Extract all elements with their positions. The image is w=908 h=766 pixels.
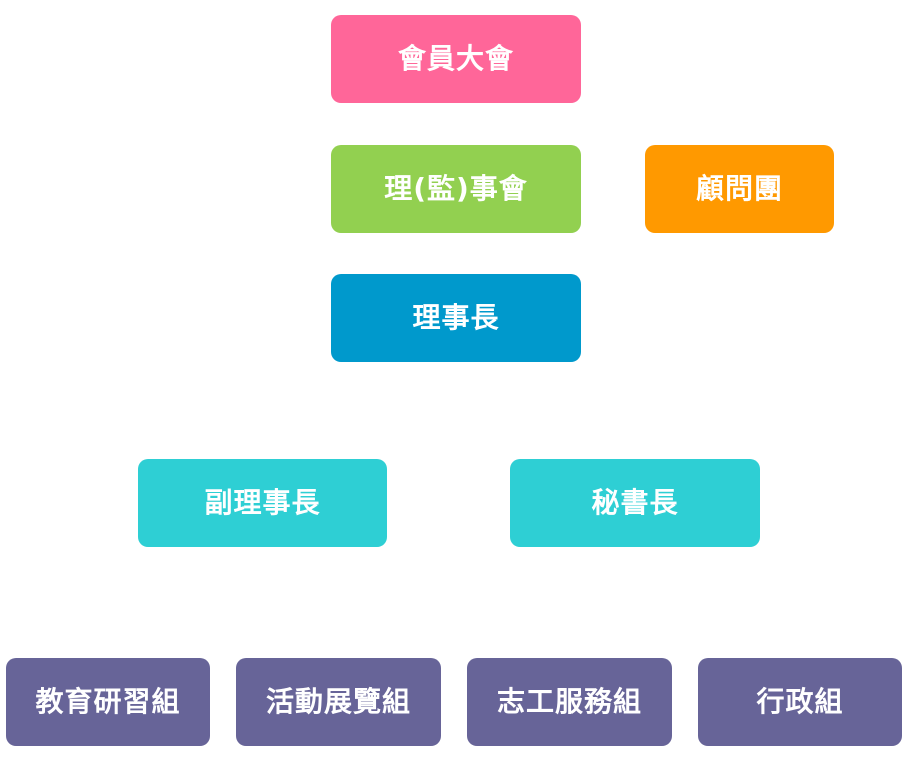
node-advisory: 顧問團: [645, 145, 834, 233]
node-vice-chairman: 副理事長: [138, 459, 387, 547]
node-label: 顧問團: [695, 172, 783, 205]
node-exhibition-group: 活動展覽組: [236, 658, 441, 746]
node-general-assembly: 會員大會: [331, 15, 581, 103]
node-education-group: 教育研習組: [6, 658, 210, 746]
node-label: 活動展覽組: [265, 685, 411, 718]
node-secretary-general: 秘書長: [510, 459, 760, 547]
node-label: 理事長: [412, 301, 500, 334]
node-label: 會員大會: [397, 42, 514, 75]
node-label: 行政組: [756, 685, 844, 718]
node-chairman: 理事長: [331, 274, 581, 362]
node-label: 秘書長: [591, 486, 679, 519]
node-label: 理(監)事會: [384, 172, 528, 205]
node-board: 理(監)事會: [331, 145, 581, 233]
node-label: 志工服務組: [496, 685, 642, 718]
node-label: 副理事長: [204, 486, 321, 519]
node-label: 教育研習組: [35, 685, 181, 718]
node-admin-group: 行政組: [698, 658, 902, 746]
node-volunteer-group: 志工服務組: [467, 658, 672, 746]
